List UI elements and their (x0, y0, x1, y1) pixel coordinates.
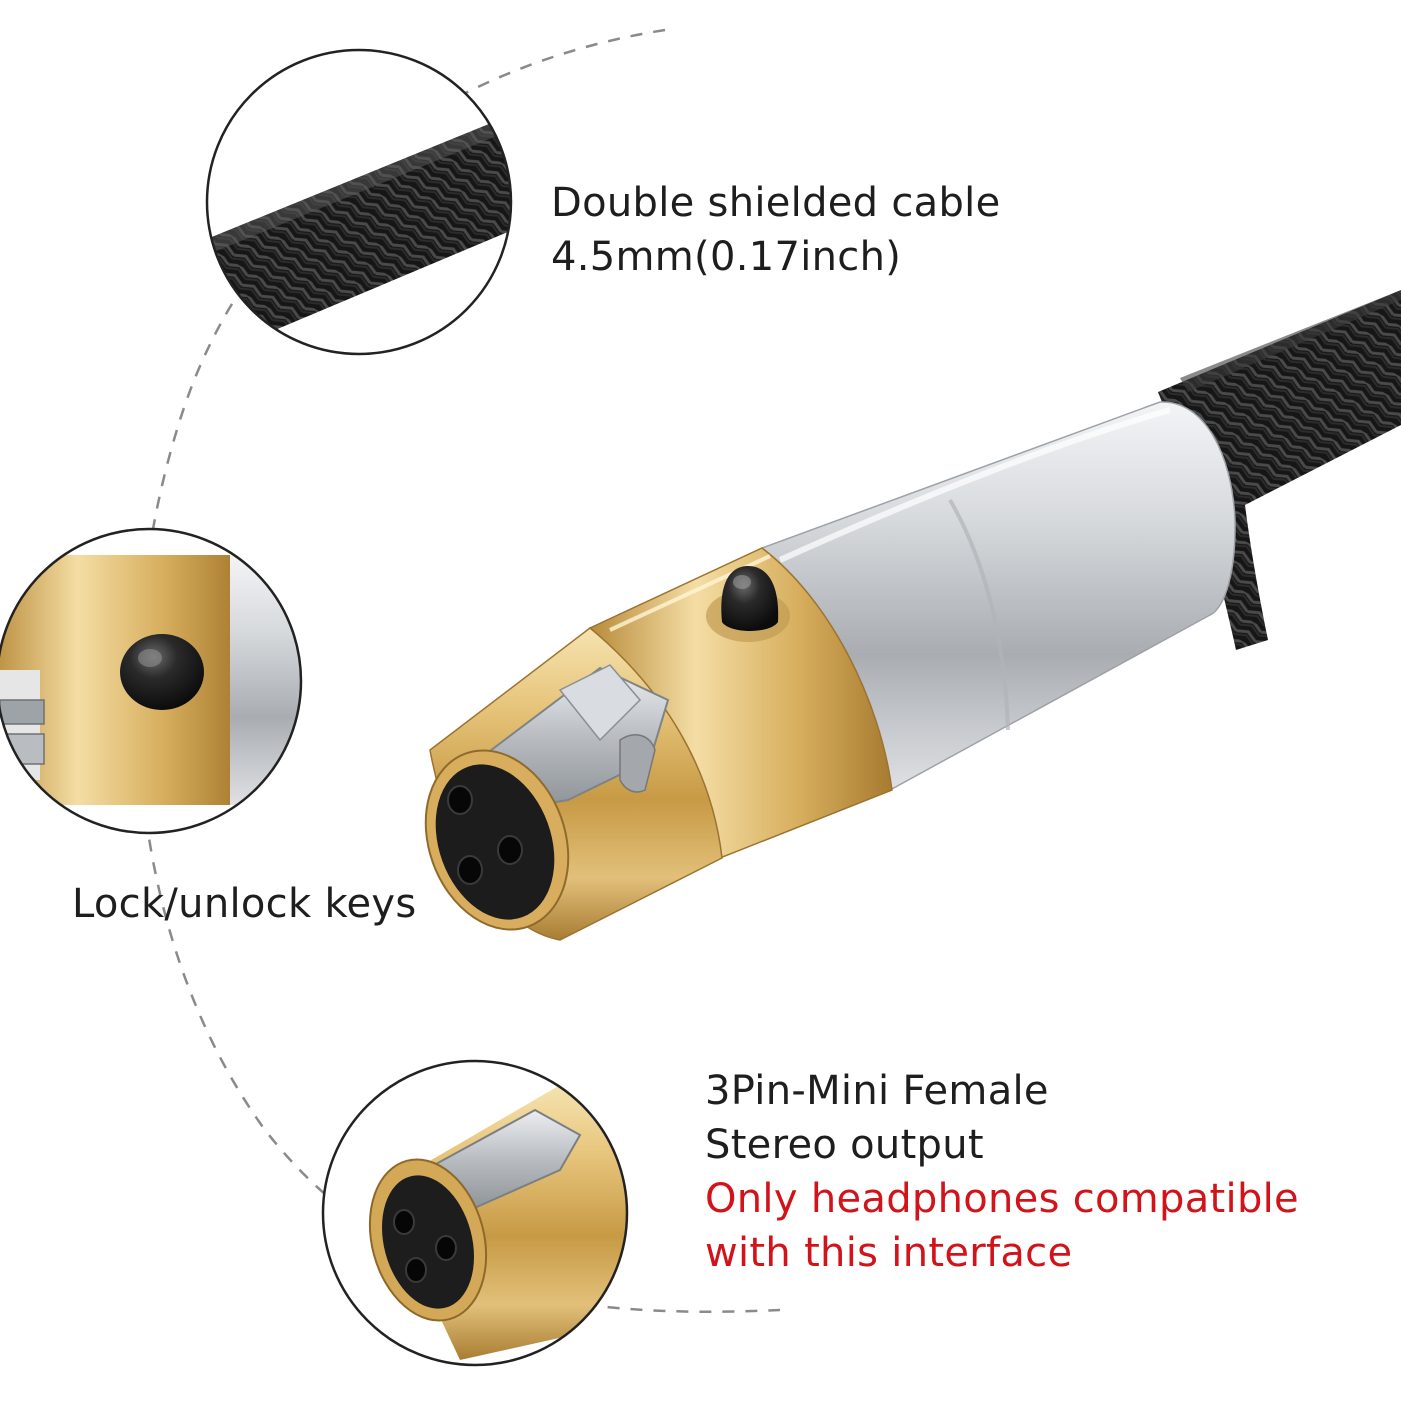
cable-detail-circle (205, 48, 513, 356)
mini-xlr-face-closeup-icon (368, 1158, 488, 1322)
pin-caption: 3Pin-Mini Female Stereo output Only head… (705, 1064, 1299, 1280)
cable-caption: Double shielded cable 4.5mm(0.17inch) (551, 176, 1001, 284)
lock-caption: Lock/unlock keys (72, 877, 417, 931)
main-connector (424, 290, 1401, 941)
lock-detail-circle (0, 527, 303, 835)
pin-caption-line1: 3Pin-Mini Female (705, 1068, 1049, 1114)
braided-cable-closeup-icon (207, 95, 511, 354)
compatibility-warning-line2: with this interface (705, 1230, 1073, 1276)
cable-caption-line2: 4.5mm(0.17inch) (551, 234, 902, 280)
connector-detail-circle (321, 1059, 629, 1367)
lock-key-knob (706, 566, 790, 642)
pin-caption-line2: Stereo output (705, 1122, 984, 1168)
lock-caption-line1: Lock/unlock keys (72, 881, 417, 927)
cable-caption-line1: Double shielded cable (551, 180, 1001, 226)
lock-key-closeup-icon (120, 634, 204, 710)
connector-face (424, 749, 570, 931)
compatibility-warning-line1: Only headphones compatible (705, 1176, 1299, 1222)
